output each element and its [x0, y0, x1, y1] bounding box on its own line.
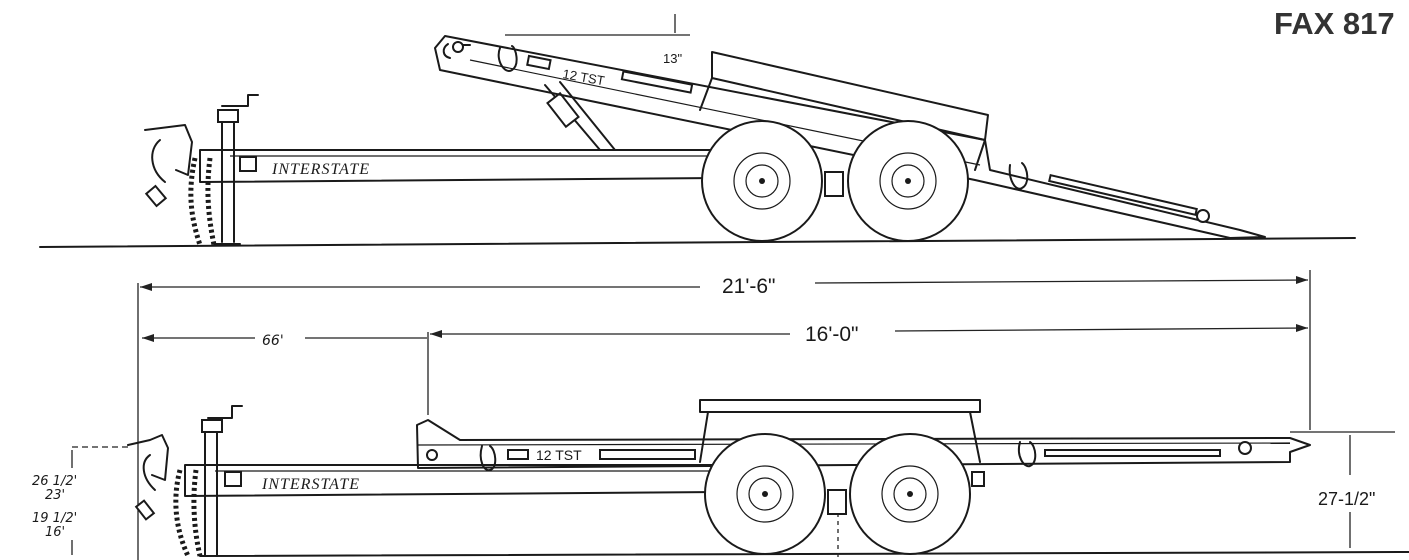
deck-length-label: 16'-0": [805, 323, 859, 346]
level-deck-rail: [416, 419, 1311, 469]
frame-light-top: [239, 156, 257, 172]
fax-number-header: FAX 817: [1274, 6, 1395, 41]
coupler-height-4: 16': [45, 525, 65, 540]
coupler-height-2: 23': [45, 488, 65, 503]
deck-length-dimension: 16'-0": [427, 323, 1309, 415]
coupler-height-1: 26 1/2': [32, 474, 77, 489]
safety-chain-top-2: [205, 157, 217, 246]
ground-line-top: [39, 237, 1356, 248]
level-trailer-view: INTERSTATE 12 TST: [127, 399, 1409, 560]
axle-bracket-bottom: [827, 489, 847, 515]
safety-chain-top: [188, 157, 203, 246]
deck-height-dimension: 27-1/2": [1290, 431, 1395, 548]
frame-light-bottom: [224, 471, 242, 487]
tie-down-ring-2: [1008, 162, 1029, 190]
coupler-height-3: 19 1/2': [32, 511, 77, 526]
wheel-front-bottom: [704, 433, 826, 555]
model-label-bottom: 12 TST: [536, 447, 582, 463]
tie-down-ring-4: [1018, 441, 1037, 468]
stake-hole: [452, 41, 464, 53]
overall-length-dimension: 21'-6": [137, 270, 1311, 560]
safety-chain-bottom: [173, 469, 191, 558]
coupler-height-dimension: 26 1/2' 23' 19 1/2' 16': [32, 446, 132, 555]
jack-stand-bottom: [201, 405, 243, 557]
tilted-deck-rail: [434, 35, 1266, 239]
tilt-cylinder: [544, 81, 616, 151]
tongue-length-dimension: 66': [142, 333, 427, 349]
tilt-dimension-label: 13": [663, 51, 682, 66]
wheel-front-top: [701, 120, 823, 242]
wheel-rear-top: [847, 120, 969, 242]
jack-stand-top: [213, 94, 259, 245]
ground-line-bottom: [199, 551, 1409, 557]
brand-label-top: INTERSTATE: [271, 161, 370, 178]
safety-chain-bottom-2: [191, 469, 203, 557]
tilted-trailer-view: 13" INTERSTATE 12 TST: [39, 14, 1356, 248]
coupler-top: [144, 124, 193, 208]
tongue-length-label: 66': [262, 333, 284, 349]
deck-height-label: 27-1/2": [1318, 489, 1375, 509]
tie-down-ring-3: [479, 445, 497, 472]
wheel-rear-bottom: [849, 433, 971, 555]
deck-box-bottom: [699, 399, 981, 413]
stake-hole-bottom: [426, 449, 438, 461]
coupler-bottom: [127, 434, 169, 521]
overall-length-label: 21'-6": [722, 275, 776, 298]
axle-bracket-top: [824, 171, 844, 197]
tie-down-ring: [497, 45, 518, 72]
model-label-top: 12 TST: [561, 66, 605, 88]
brand-label-bottom: INTERSTATE: [261, 476, 360, 493]
